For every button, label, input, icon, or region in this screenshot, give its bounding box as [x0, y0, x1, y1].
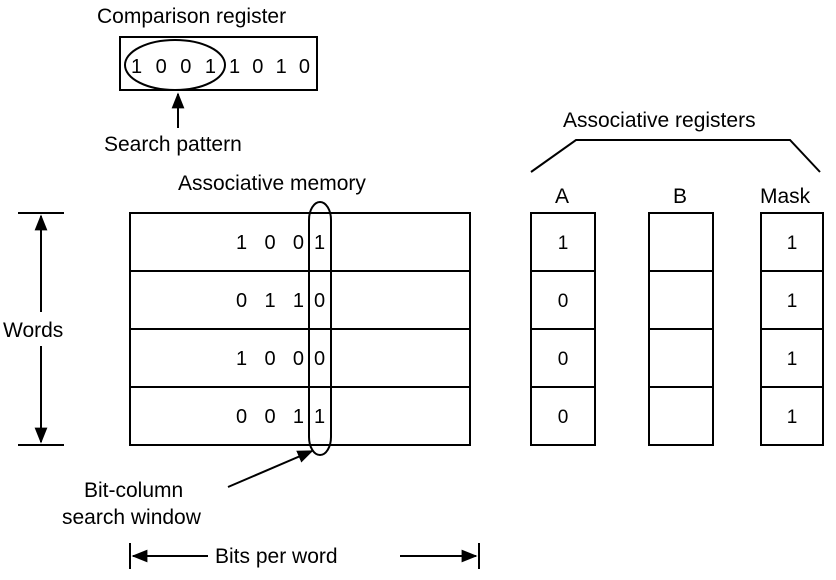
associative-memory-label: Associative memory — [178, 172, 366, 195]
search-pattern-label: Search pattern — [104, 133, 242, 156]
register-a-cell: 0 — [558, 407, 569, 428]
bits-per-word-label: Bits per word — [215, 545, 338, 568]
word-bits: 1 0 0 — [236, 232, 304, 254]
register-mask-cell: 1 — [787, 233, 798, 254]
register-mask-cell: 1 — [787, 291, 798, 312]
register-a-cell: 1 — [558, 233, 569, 254]
register-a-cell: 0 — [558, 291, 569, 312]
window-bit: 1 — [314, 232, 325, 254]
memory-word-row: 1 0 0 1 — [236, 232, 325, 254]
pattern-bits: 1 0 0 1 — [131, 56, 216, 78]
register-a-cell: 0 — [558, 349, 569, 370]
window-label-arrow — [227, 450, 314, 488]
register-mask-label: Mask — [760, 185, 811, 208]
comparison-register-box — [119, 36, 318, 91]
window-label-line1: Bit-column — [84, 479, 183, 502]
memory-word-row: 0 1 1 0 — [236, 290, 325, 312]
register-mask-cell: 1 — [787, 349, 798, 370]
window-bit: 1 — [314, 406, 325, 428]
word-bits: 0 0 1 — [236, 406, 304, 428]
word-bits: 1 0 0 — [236, 348, 304, 370]
bit-column-search-window — [308, 201, 332, 456]
words-label: Words — [3, 319, 63, 342]
associative-registers-label: Associative registers — [563, 109, 756, 132]
word-bits: 0 1 1 — [236, 290, 304, 312]
window-label-line2: search window — [62, 506, 202, 529]
window-bit: 0 — [314, 290, 325, 312]
comparison-register-label: Comparison register — [97, 5, 286, 28]
remaining-bits: 1 0 1 0 — [229, 56, 310, 78]
memory-word-row: 1 0 0 0 — [236, 348, 325, 370]
register-b-label: B — [673, 185, 687, 208]
register-a-label: A — [555, 185, 569, 208]
registers-bracket — [530, 139, 821, 173]
register-mask-cell: 1 — [787, 407, 798, 428]
window-bit: 0 — [314, 348, 325, 370]
search-pattern-ellipse — [124, 39, 226, 91]
memory-word-row: 0 0 1 1 — [236, 406, 325, 428]
